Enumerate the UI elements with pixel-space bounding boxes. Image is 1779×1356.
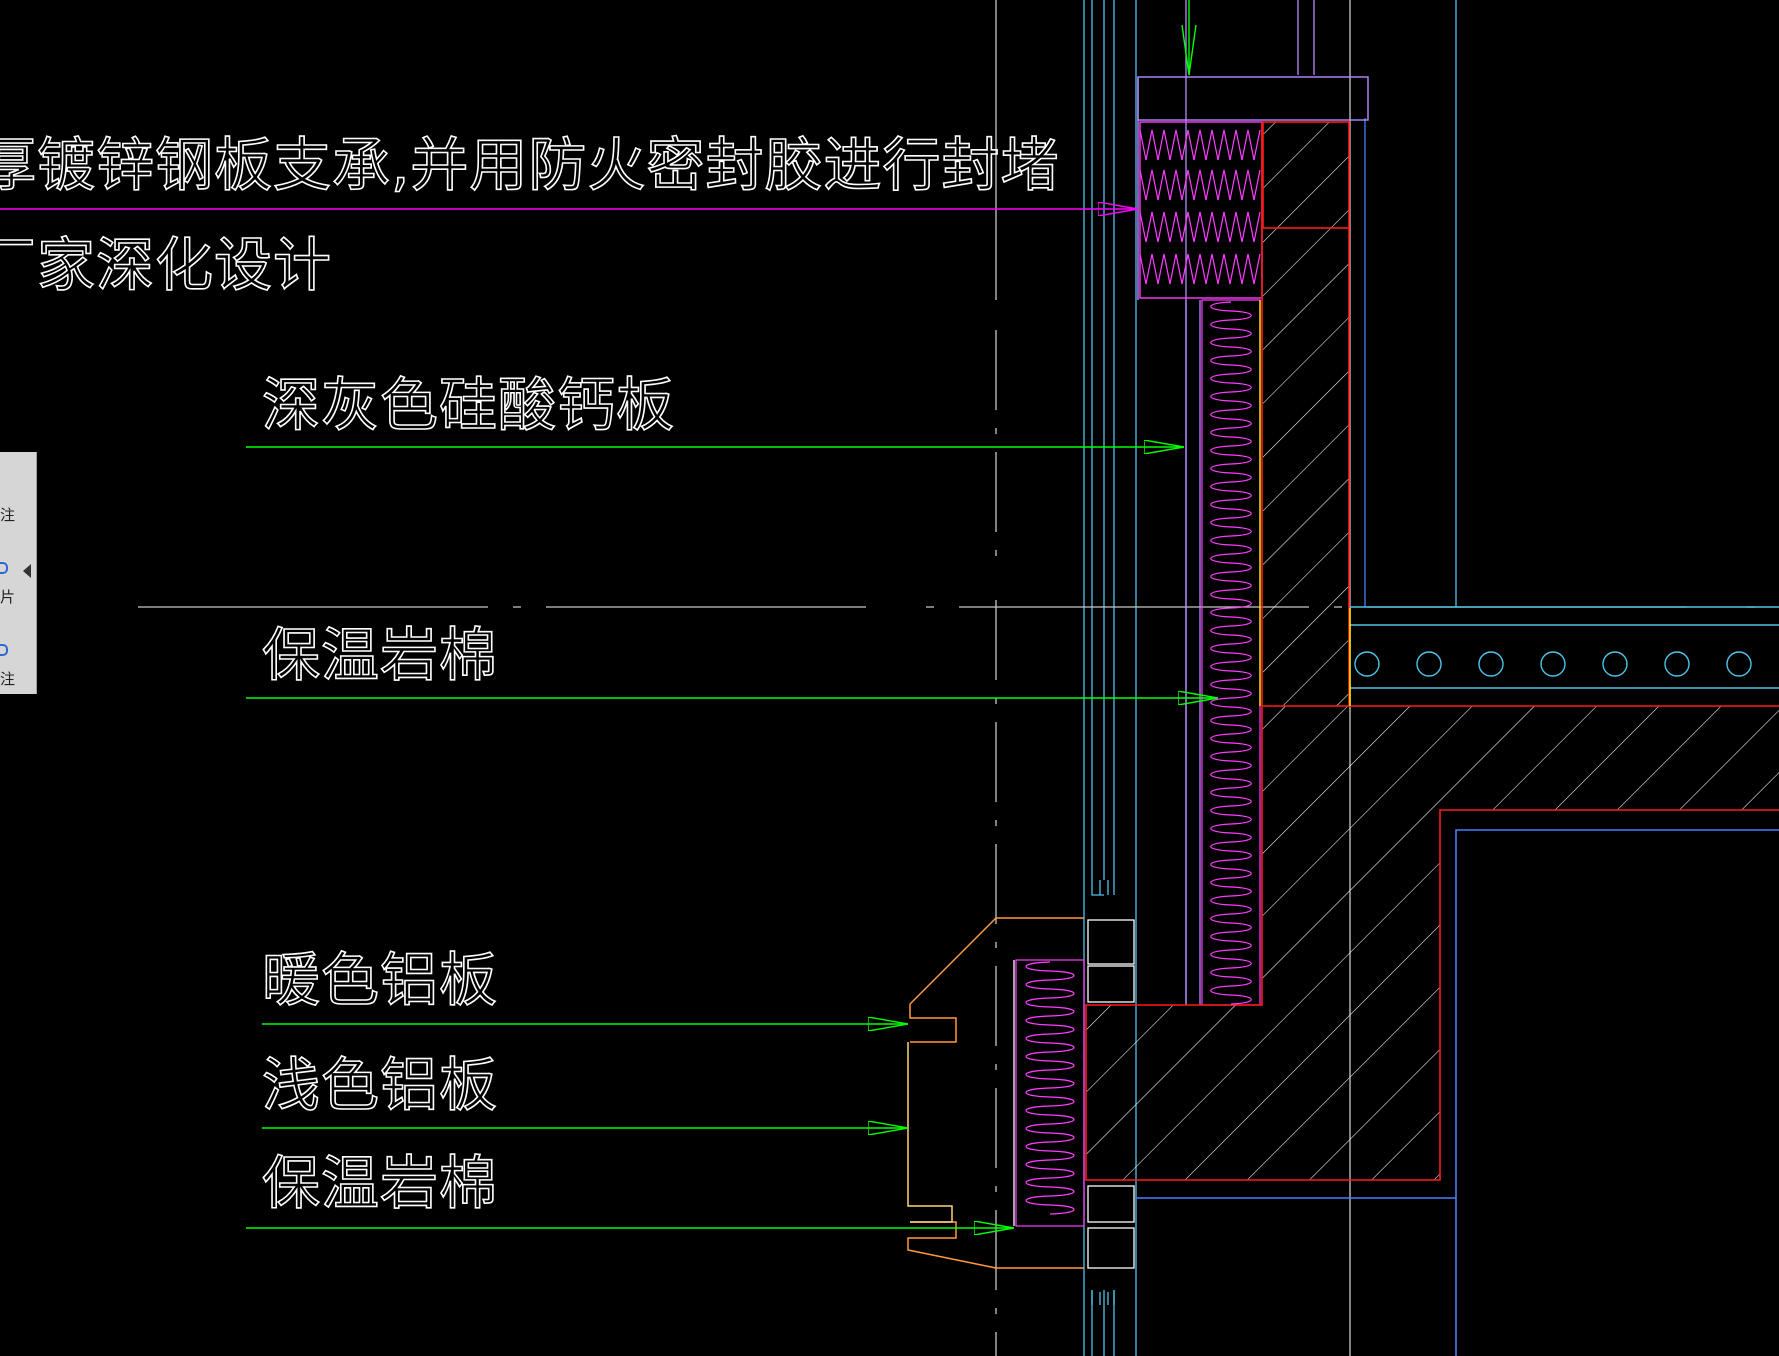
upper-rock-wool-pattern (1210, 301, 1252, 1005)
hollow-core-slab (1349, 608, 1779, 706)
top-cap-frame (1137, 76, 1369, 300)
label-rock-wool-lower: 保温岩棉 (262, 1149, 498, 1217)
side-panel-item-3[interactable]: 注 (0, 670, 16, 688)
calcium-silicate-board (1185, 300, 1201, 1005)
label-top-line2: 厂家深化设计 (0, 231, 332, 299)
label-warm-aluminum-panel: 暖色铝板 (262, 946, 498, 1014)
side-panel-item-1[interactable]: 注 (0, 506, 16, 524)
label-calcium-silicate-board: 深灰色硅酸钙板 (262, 371, 675, 439)
concrete-wall (1086, 122, 1779, 1180)
glazing-notches (1091, 880, 1115, 1305)
light-aluminum-panel (907, 1042, 953, 1223)
warm-aluminum-panel (907, 917, 1084, 1269)
label-light-aluminum-panel: 浅色铝板 (262, 1051, 498, 1119)
side-panel-item-2[interactable]: 片 (0, 588, 16, 606)
annotation-labels: 厚镀锌钢板支承,并用防火密封胶进行封堵 厂家深化设计 深灰色硅酸钙板 保温岩棉 … (0, 130, 1059, 1218)
lower-rock-wool-pattern (1025, 961, 1075, 1215)
pin-icon[interactable] (0, 644, 8, 656)
label-top-line1: 厚镀锌钢板支承,并用防火密封胶进行封堵 (0, 131, 1059, 199)
collapse-arrow-icon[interactable] (23, 564, 31, 578)
upper-fire-insulation (1139, 121, 1263, 299)
top-arrow (1181, 0, 1197, 76)
lower-rock-wool (1015, 959, 1085, 1227)
side-tool-panel[interactable]: 注 片 注 (0, 452, 37, 694)
label-rock-wool-upper: 保温岩棉 (262, 621, 498, 689)
lower-frame-boxes (1087, 919, 1135, 1269)
leader-lines (0, 209, 1218, 1228)
structure-outline (1085, 121, 1779, 1181)
zoom-icon[interactable] (0, 562, 8, 574)
room-outline (1136, 606, 1779, 1356)
